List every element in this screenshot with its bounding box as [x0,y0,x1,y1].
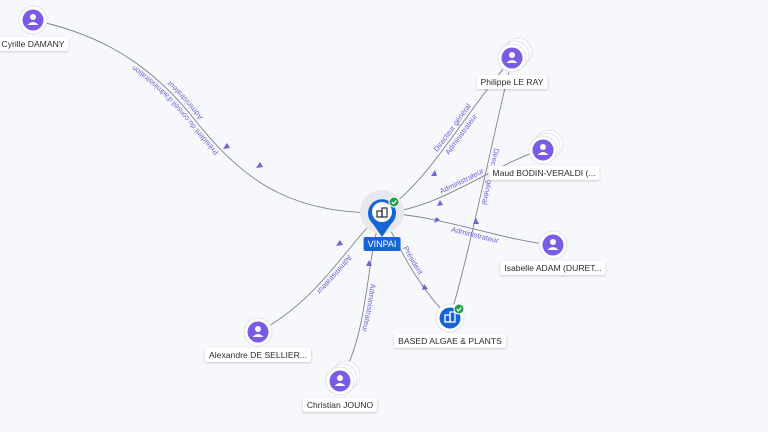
edge-label: Administrateur [360,283,378,333]
edge-label-text: Administrateur [315,253,354,296]
arrow-icon [223,143,230,149]
person-node-maud[interactable] [528,129,564,165]
edge-alexandre [257,212,383,333]
edge-label: Président du conseil d'administration [130,64,220,157]
edge-label-text: Administrateur [438,166,485,196]
company-node-based-algae[interactable] [435,303,465,333]
person-icon [547,239,559,250]
edge-label-text: Président du conseil d'administration [130,64,220,157]
center-node-label[interactable]: VINPAI [363,237,401,251]
person-icon [537,144,549,155]
arrow-icon [256,162,263,168]
person-node-isabelle[interactable] [538,230,568,260]
person-nodes [18,5,568,396]
edge-arrows [223,143,479,290]
edge-cyrille [32,19,383,214]
arrow-icon [366,260,372,266]
edge-label: Administrateur [315,253,354,296]
person-icon [252,326,264,337]
arrow-icon [431,170,437,176]
person-label-alexandre[interactable]: Alexandre DE SELLIER... [205,348,311,362]
edges [32,19,554,382]
person-icon [334,375,346,386]
person-node-alexandre[interactable] [243,317,273,347]
person-label-maud[interactable]: Maud BODIN-VERALDI (... [488,166,600,180]
check-badge-icon [453,303,465,315]
building-icon [444,311,456,323]
person-icon [506,52,518,63]
person-label-cyrille[interactable]: Cyrille DAMANY [0,37,69,51]
person-node-cyrille[interactable] [18,5,48,35]
check-badge-icon [388,196,400,208]
person-label-philippe[interactable]: Philippe LE RAY [476,75,548,89]
arrow-icon [473,218,479,224]
arrow-icon [437,200,443,206]
arrow-icon [434,217,440,223]
person-label-christian[interactable]: Christian JOUNO [302,398,378,412]
person-label-isabelle[interactable]: Isabelle ADAM (DURET... [500,261,606,275]
center-node-vinpai[interactable] [360,190,404,237]
edge-label-text: Administrateur [450,225,500,245]
arrow-icon [422,284,428,290]
edge-labels: Président du conseil d'administration Ad… [130,64,501,334]
arrow-icon [336,240,343,246]
edge-label-text: Administrateur [360,283,378,333]
person-icon [27,14,39,25]
person-node-christian[interactable] [325,360,361,396]
edge-label: Administrateur [450,225,500,245]
edge-label: Administrateur [438,166,485,196]
company-node-label[interactable]: BASED ALGAE & PLANTS [394,334,506,348]
building-icon [376,207,388,218]
person-node-philippe[interactable] [497,37,533,73]
